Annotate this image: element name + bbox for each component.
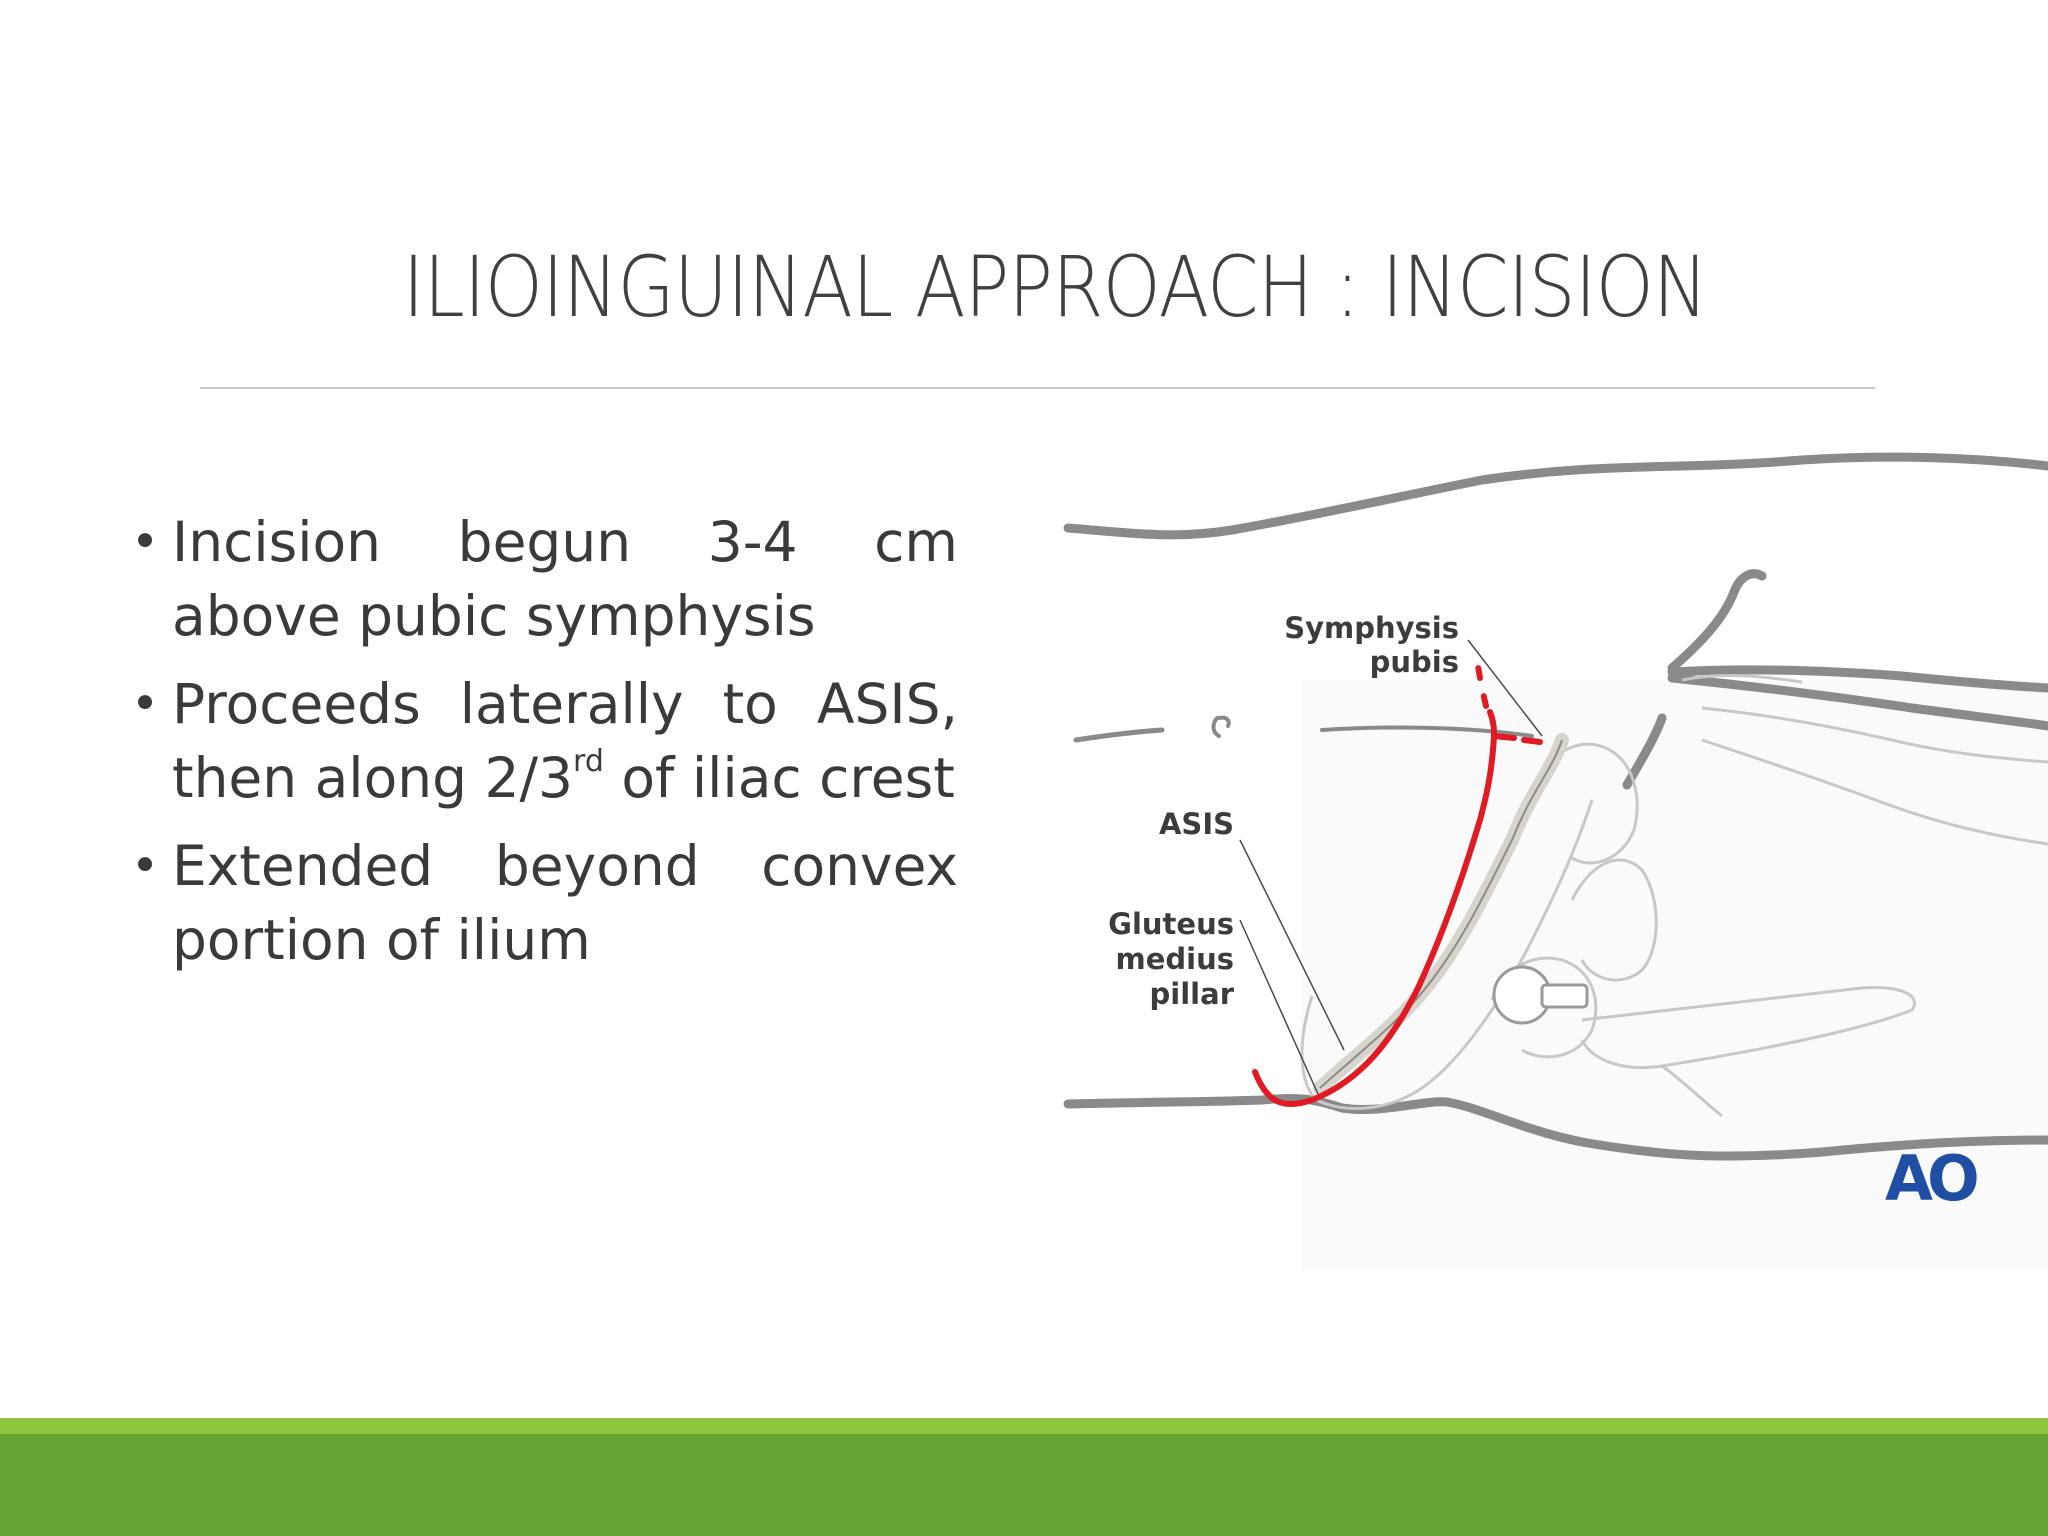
groin-line <box>1681 674 1803 684</box>
skin-crease-right <box>1320 725 1534 738</box>
anatomy-illustration: Symphysis pubis ASIS Gluteus medius pill… <box>1062 440 2048 1270</box>
bullet-marker: • <box>130 514 160 570</box>
label-gluteus-line2: medius <box>1116 942 1235 976</box>
surface-marks <box>1073 715 1534 743</box>
thigh-upper-contour <box>1667 665 2048 693</box>
femur-lower <box>1661 1064 1723 1118</box>
incision-line <box>1252 663 1543 1107</box>
bullet-item-ilium-extension: • Extended beyond convex portion of iliu… <box>128 829 958 977</box>
bullet-text: Extended beyond convex portion of ilium <box>172 834 958 972</box>
navel-mark <box>1211 715 1231 738</box>
thigh-inner-line <box>1701 706 2048 764</box>
abdomen-contour <box>1063 452 2048 540</box>
symphysis-leader <box>1467 639 1543 737</box>
thigh-outer-line <box>1701 738 2048 846</box>
label-symphysis-line1: Symphysis <box>1284 611 1459 645</box>
title-divider <box>200 387 1875 389</box>
skin-crease-left <box>1073 727 1165 743</box>
asis-leader <box>1239 839 1345 1051</box>
inguinal-contour <box>1622 713 1667 790</box>
bullet-marker: • <box>130 838 160 894</box>
bullet-text: Incision begun 3-4 cm above pubic symphy… <box>172 510 958 648</box>
incision-dashed-vertical <box>1475 663 1489 709</box>
slide-title: ILIOINGUINAL APPROACH : INCISION <box>402 238 1709 336</box>
body-outline <box>1063 452 2048 1161</box>
incision-dashed-horizontal <box>1491 733 1543 745</box>
footer-accent-light <box>0 1418 2048 1434</box>
pelvic-bones <box>1300 674 2048 1118</box>
iliac-crest-edge <box>1319 739 1563 1089</box>
ao-logo: AO <box>1885 1142 1977 1215</box>
bullet-item-incision-start: • Incision begun 3-4 cm above pubic symp… <box>128 505 958 653</box>
bullet-marker: • <box>130 676 160 732</box>
femoral-shaft <box>1580 986 1916 1070</box>
label-symphysis-line2: pubis <box>1370 645 1459 679</box>
bullet-list: • Incision begun 3-4 cm above pubic symp… <box>128 505 958 991</box>
incision-solid <box>1252 733 1497 1107</box>
pelvis-incision-diagram: Symphysis pubis ASIS Gluteus medius pill… <box>1063 452 2048 1270</box>
bullet-item-lateral-extension: • Proceeds laterally to ASIS, then along… <box>128 667 958 815</box>
ordinal-superscript: rd <box>573 744 604 779</box>
leader-lines <box>1239 639 1543 1095</box>
implant-neck <box>1540 983 1589 1009</box>
bullet-text-part: of iliac crest <box>603 746 955 810</box>
bullet-text: Proceeds laterally to ASIS, then along 2… <box>172 672 958 810</box>
label-gluteus-line1: Gluteus <box>1108 907 1234 941</box>
thigh-fold-contour <box>1667 569 1767 673</box>
pubic-body <box>1561 742 1639 865</box>
bullet-text-part: Proceeds laterally to ASIS, then along 2… <box>172 672 958 810</box>
obturator-foramen <box>1570 858 1658 982</box>
label-asis: ASIS <box>1159 807 1234 841</box>
hip-implant <box>1492 965 1589 1025</box>
gluteus-leader <box>1239 919 1319 1095</box>
back-contour <box>1063 1093 2048 1161</box>
iliac-wing <box>1300 799 1594 1111</box>
label-gluteus-line3: pillar <box>1150 977 1235 1011</box>
thigh-lower-contour <box>1667 673 2048 731</box>
footer-accent-dark <box>0 1434 2048 1536</box>
